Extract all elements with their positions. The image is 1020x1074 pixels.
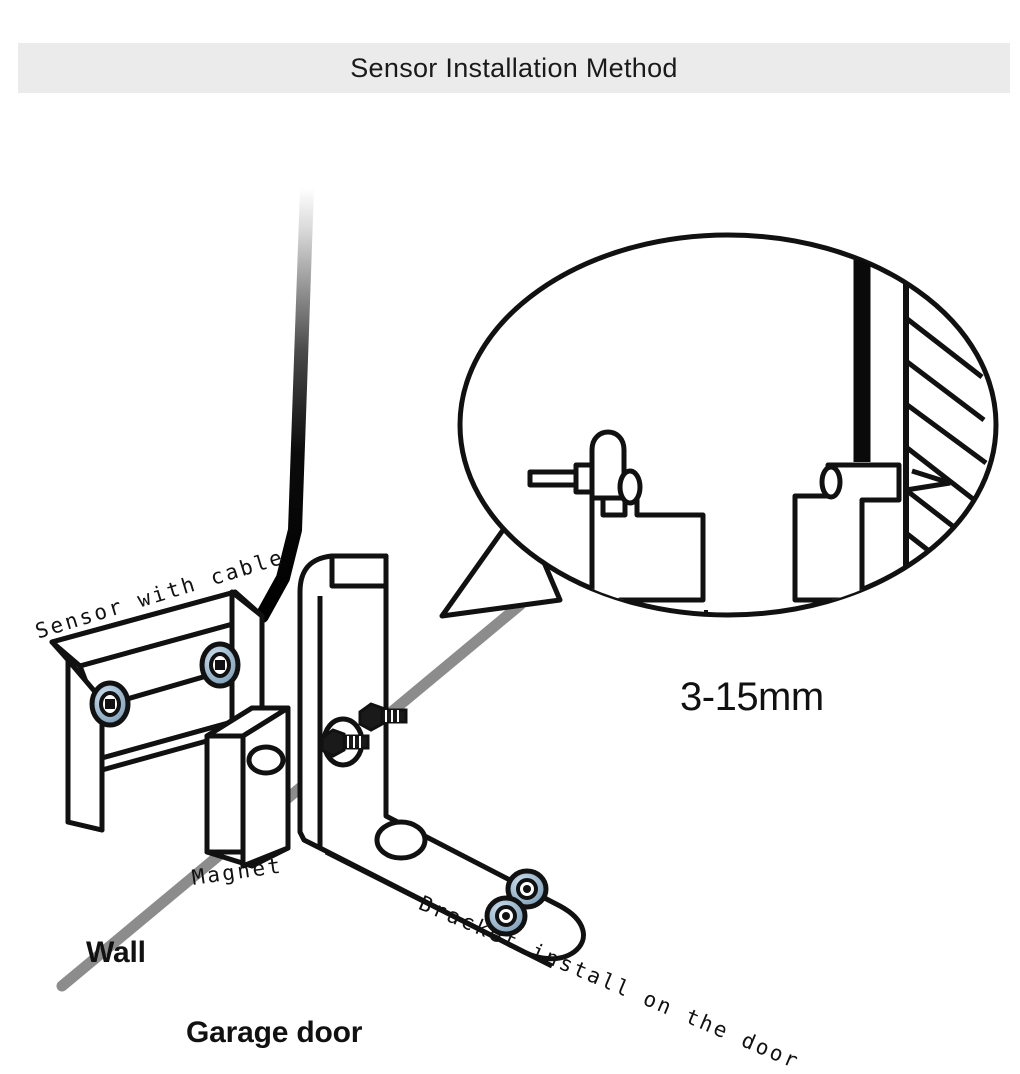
l-bracket-part (297, 553, 586, 969)
label-wall: Wall (86, 936, 146, 969)
label-garage-door: Garage door (186, 1016, 363, 1049)
sensor-with-cable-part (49, 589, 265, 833)
callout-sensor-bracket (506, 429, 706, 615)
magnet-part (204, 705, 291, 869)
label-gap-dimension: 3-15mm (680, 675, 824, 719)
diagram-page: Sensor Installation Method (0, 43, 1020, 1074)
bracket-screw-upper (505, 868, 549, 910)
callout-balloon (439, 232, 999, 619)
callout-outline (457, 232, 999, 618)
wall-floor-divider (56, 599, 526, 992)
bracket-bolt-right (358, 702, 408, 732)
diagram-canvas (49, 181, 999, 992)
bracket-bolt-left (320, 728, 370, 758)
sensor-screw-left (89, 680, 131, 728)
bracket-screw-lower (484, 895, 528, 937)
page-title-band: Sensor Installation Method (18, 43, 1010, 93)
page-title: Sensor Installation Method (350, 52, 678, 83)
sensor-screw-right (199, 641, 241, 689)
sensor-cable (255, 181, 314, 623)
dimension-leaders (704, 610, 797, 615)
installation-diagram: Sensor with cable Magnet Bracket install… (0, 100, 1020, 1074)
callout-wall-bracket (792, 462, 902, 603)
